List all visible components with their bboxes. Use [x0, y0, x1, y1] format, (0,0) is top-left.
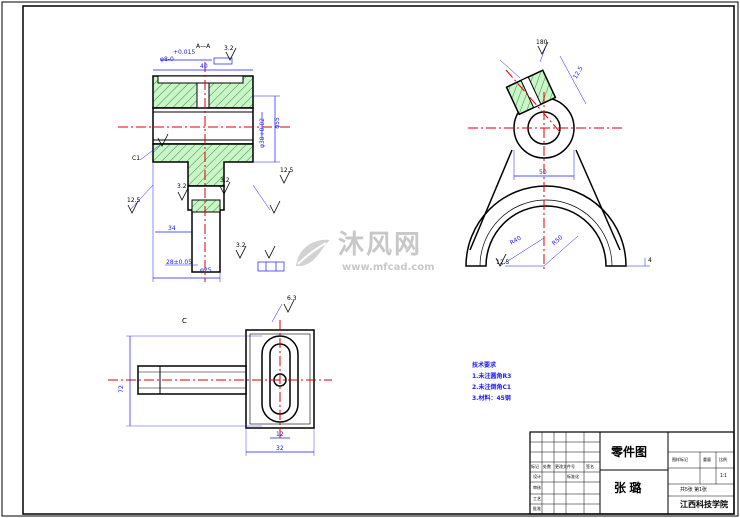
- technical-notes: 技术要求 1.未注圆角R3 2.未注倒角C1 3.材料：45钢: [472, 360, 511, 404]
- leaf-icon: [296, 239, 330, 266]
- part-name: 零件图: [611, 445, 648, 459]
- dim-tolerance-upper: +0.015: [173, 49, 196, 56]
- roughness-6: 3.2: [236, 242, 246, 249]
- dim-block-width: 32: [276, 445, 284, 452]
- side-roughness: 180: [536, 39, 548, 46]
- side-view: [465, 41, 650, 270]
- roughness-2: 3.2: [177, 183, 187, 190]
- tb-cell-standard: 标准化: [567, 474, 579, 479]
- drawer-name: 张 璐: [614, 481, 642, 495]
- view-label-c: C: [182, 317, 187, 325]
- dim-chamfer: C1: [132, 155, 141, 162]
- tb-cell-scale: 比例: [719, 457, 727, 462]
- roughness-4: 12.5: [127, 197, 141, 204]
- note-item-2: 2.未注倒角C1: [472, 384, 512, 391]
- tb-cell-weight: 重量: [703, 457, 711, 462]
- note-item-3: 3.材料：45钢: [472, 395, 511, 402]
- dim-stem-length: 34: [168, 225, 176, 232]
- inner-border: [22, 5, 735, 515]
- tb-cell-review: 审核: [533, 485, 541, 490]
- side-roughness-3: 12.5: [496, 259, 510, 266]
- dim-flange-width: 40: [200, 63, 208, 70]
- tb-cell-scale-value: 1:1: [720, 473, 727, 479]
- section-label: A—A: [196, 43, 211, 50]
- note-item-1: 1.未注圆角R3: [472, 373, 512, 380]
- tb-cell-doc: 更改文件号: [555, 464, 575, 469]
- tb-cell-mark: 标记: [531, 464, 539, 469]
- roughness-5: 12.5: [280, 167, 294, 174]
- dim-height: 28±0.05: [166, 259, 193, 266]
- dim-arm-span: 50: [539, 169, 547, 176]
- dim-arch-offset: 4: [648, 257, 652, 264]
- tb-cell-process: 工艺: [533, 496, 541, 501]
- tb-cell-count: 处数: [543, 464, 551, 469]
- tb-cell-approve: 批准: [533, 506, 541, 511]
- sheet-info: 共5张 第1张: [680, 487, 707, 493]
- roughness-1: 3.2: [224, 45, 234, 52]
- dim-stem-diameter: φ25: [200, 267, 212, 274]
- school-name: 江西科技学院: [680, 500, 728, 509]
- top-view: [108, 299, 332, 456]
- dim-block-height: 72: [117, 385, 125, 393]
- front-section-view: [118, 47, 291, 282]
- watermark-url: www.mfcad.com: [342, 262, 435, 273]
- roughness-3: 3.2: [220, 177, 230, 184]
- tb-cell-sign: 签名: [586, 464, 594, 469]
- top-roughness: 6.3: [287, 295, 297, 302]
- dim-slot-width: 12: [276, 431, 284, 438]
- tb-cell-design: 设计: [533, 474, 541, 479]
- dim-outer-diameter: φ55: [273, 117, 281, 129]
- watermark-brand: 沐风网: [338, 230, 423, 260]
- dim-keyway-width: φ8-0: [160, 56, 174, 63]
- dim-bore-diameter: φ30+0.02: [258, 118, 266, 148]
- title-block: [529, 431, 735, 515]
- tb-cell-marking: 图样标记: [672, 457, 688, 462]
- notes-heading: 技术要求: [472, 362, 497, 369]
